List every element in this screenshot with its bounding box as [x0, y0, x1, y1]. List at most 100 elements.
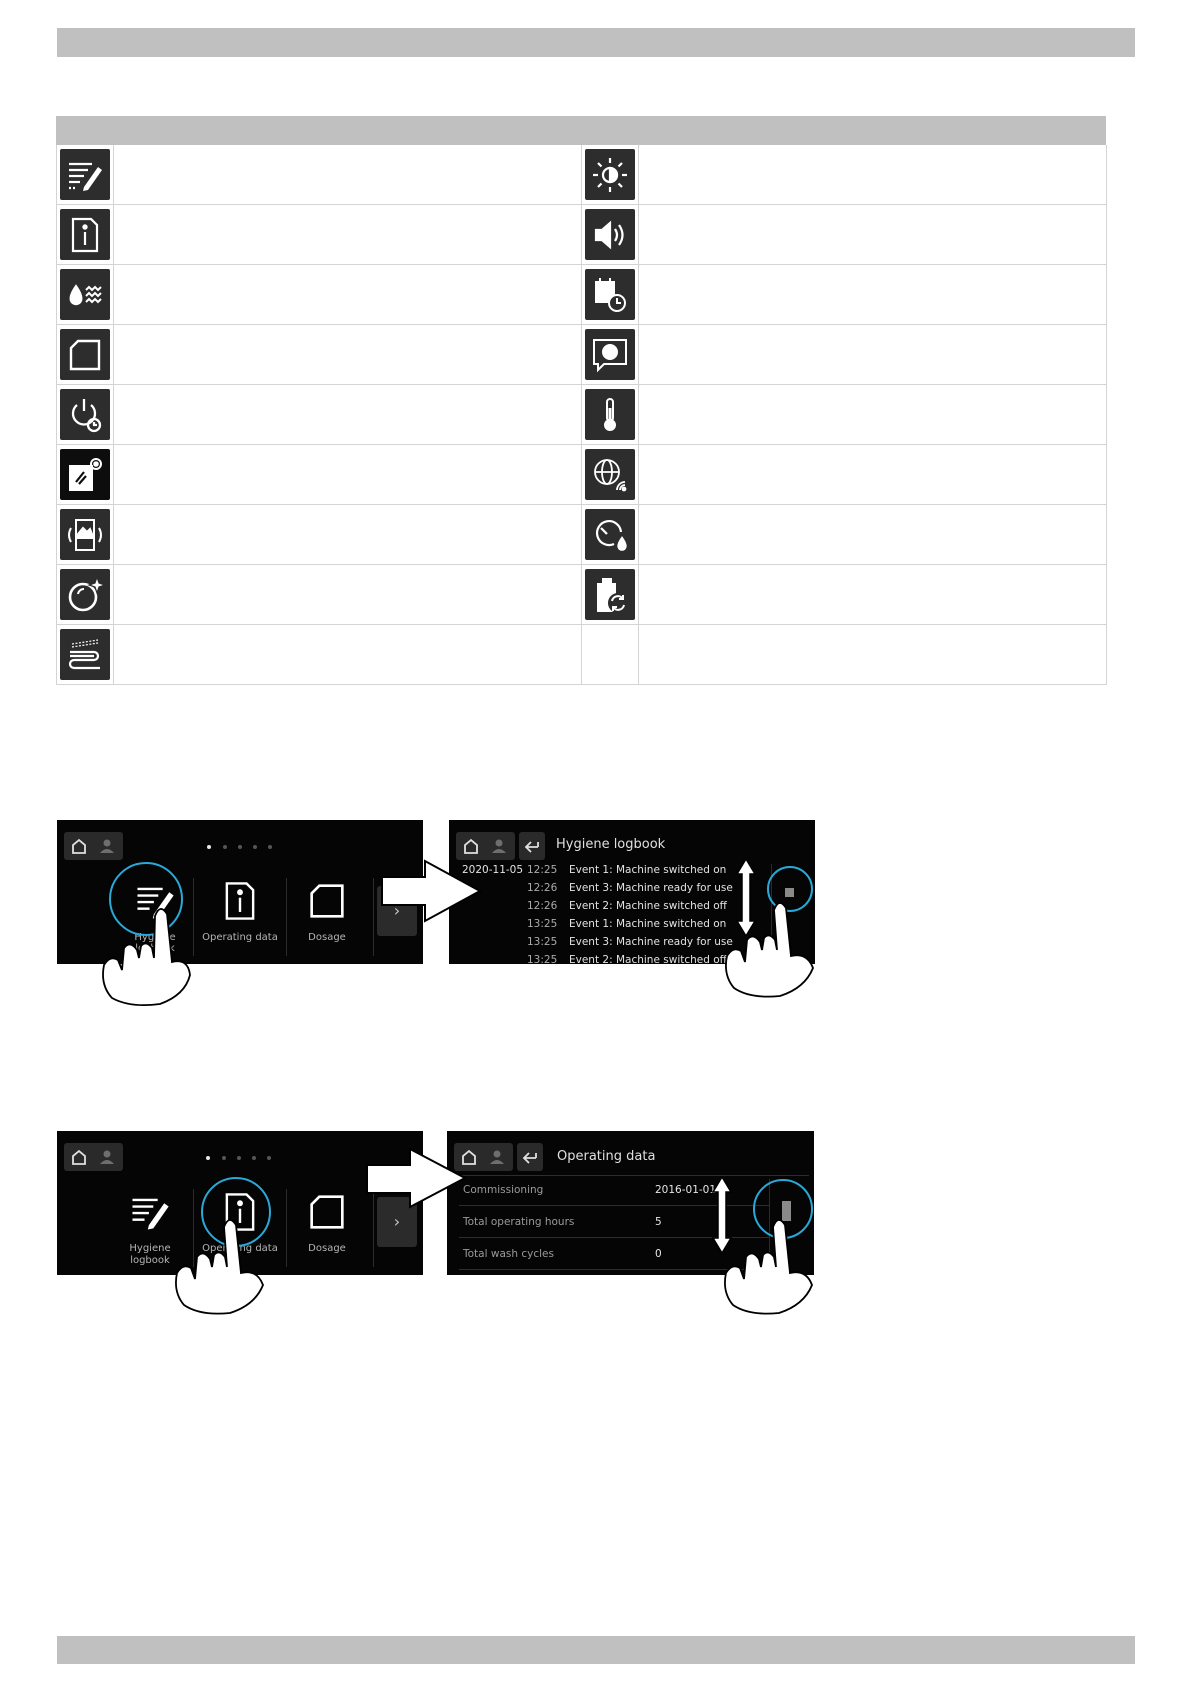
- log-time: 12:25: [527, 864, 558, 876]
- tile-label: Dosage: [308, 1243, 346, 1254]
- menu-tile-dosage[interactable]: Dosage: [287, 878, 367, 958]
- menu-tile-operating-data[interactable]: Operating data: [194, 878, 286, 958]
- tile-label: Hygiene logbook: [129, 1243, 171, 1266]
- user-icon[interactable]: [487, 1147, 507, 1167]
- next-page-button[interactable]: ›: [377, 1197, 417, 1247]
- icon-cell: [582, 205, 639, 265]
- home-icon[interactable]: [459, 1147, 479, 1167]
- icon-cell: [57, 625, 114, 685]
- icon-cell: [582, 265, 639, 325]
- touch-highlight-ring: [767, 866, 813, 912]
- back-button[interactable]: [519, 832, 545, 860]
- hygiene-logbook-screen: Hygiene logbook 2020-11-05 12:25 Event 1…: [449, 820, 815, 964]
- pressure-gauge-drop-icon: [585, 509, 635, 560]
- icon-description-cell: [639, 625, 1107, 685]
- icon-cell: [57, 385, 114, 445]
- data-row: Total wash cycles 0: [459, 1239, 769, 1270]
- home-icon[interactable]: [69, 836, 89, 856]
- tile-divider: [286, 1189, 287, 1267]
- icon-description-cell: [114, 445, 582, 505]
- icon-description-cell: [114, 265, 582, 325]
- tile-divider: [373, 878, 374, 956]
- icon-table: [56, 116, 1107, 685]
- heating-coil-icon: [60, 629, 110, 680]
- icon-description-cell: [639, 505, 1107, 565]
- language-speech-globe-icon: [585, 329, 635, 380]
- dosage-container-icon: [310, 884, 344, 918]
- back-button[interactable]: [517, 1143, 543, 1171]
- menu-tile-hygiene-logbook[interactable]: Hygiene logbook: [107, 1189, 193, 1275]
- user-icon[interactable]: [97, 836, 117, 856]
- icon-description-cell: [639, 385, 1107, 445]
- icon-cell: [582, 385, 639, 445]
- info-icon: [225, 882, 255, 920]
- log-time: 13:25: [527, 954, 558, 964]
- data-row: Total operating hours 5: [459, 1207, 769, 1238]
- home-icon[interactable]: [461, 836, 481, 856]
- tile-divider: [373, 1189, 374, 1267]
- user-icon[interactable]: [97, 1147, 117, 1167]
- menu-tile-dosage[interactable]: Dosage: [287, 1189, 367, 1269]
- page-footer-bar: [57, 1636, 1135, 1664]
- log-event: Event 3: Machine ready for use: [569, 936, 733, 948]
- icon-cell: [582, 145, 639, 205]
- tile-divider: [286, 878, 287, 956]
- dosage-container-icon: [310, 1195, 344, 1229]
- top-button-group: [64, 1143, 123, 1171]
- icon-description-cell: [114, 325, 582, 385]
- operating-data-screen: Operating data Commissioning 2016-01-01 …: [447, 1131, 814, 1275]
- icon-cell: [57, 565, 114, 625]
- icon-description-cell: [639, 145, 1107, 205]
- log-event: Event 1: Machine switched on: [569, 918, 727, 930]
- log-date: 2020-11-05: [462, 864, 524, 876]
- top-button-group: [456, 832, 515, 860]
- row-label: Commissioning: [463, 1184, 544, 1196]
- log-event: Event 2: Machine switched off: [569, 900, 727, 912]
- icon-cell: [582, 505, 639, 565]
- hygiene-logbook-icon: [60, 149, 110, 200]
- row-label: Total wash cycles: [463, 1248, 554, 1260]
- service-settings-icon: [60, 449, 110, 500]
- page-indicator: [207, 845, 277, 851]
- icon-cell: [57, 505, 114, 565]
- touch-highlight-ring: [753, 1179, 813, 1239]
- power-timer-icon: [60, 389, 110, 440]
- screen-title: Hygiene logbook: [556, 837, 666, 852]
- top-button-group: [454, 1143, 513, 1171]
- dosage-container-icon: [60, 329, 110, 380]
- icon-description-cell: [639, 445, 1107, 505]
- icon-description-cell: [639, 265, 1107, 325]
- divider: [459, 1175, 809, 1176]
- row-value: 5: [655, 1216, 662, 1228]
- home-icon[interactable]: [69, 1147, 89, 1167]
- icon-description-cell: [114, 145, 582, 205]
- log-time: 13:25: [527, 918, 558, 930]
- empty-icon-cell: [582, 625, 639, 685]
- calendar-clock-icon: [585, 269, 635, 320]
- log-time: 12:26: [527, 882, 558, 894]
- icon-table-grid: [56, 145, 1107, 685]
- tile-label: Dosage: [308, 932, 346, 943]
- icon-description-cell: [114, 625, 582, 685]
- menu-screen: Hygiene logbook Operating data Dosage ›: [57, 1131, 423, 1275]
- icon-cell: [57, 325, 114, 385]
- volume-icon: [585, 209, 635, 260]
- icon-cell: [582, 565, 639, 625]
- row-label: Total operating hours: [463, 1216, 575, 1228]
- next-page-button[interactable]: ›: [377, 886, 417, 936]
- water-drop-waves-icon: [60, 269, 110, 320]
- icon-cell: [582, 445, 639, 505]
- icon-cell: [57, 145, 114, 205]
- user-icon[interactable]: [489, 836, 509, 856]
- touch-highlight-ring: [201, 1177, 271, 1247]
- brightness-icon: [585, 149, 635, 200]
- log-time: 13:25: [527, 936, 558, 948]
- row-value: 0: [655, 1248, 662, 1260]
- screen-image-icon: [60, 509, 110, 560]
- icon-description-cell: [639, 325, 1107, 385]
- back-arrow-icon: [522, 1152, 537, 1164]
- info-icon: [60, 209, 110, 260]
- menu-screen: Hygiene logbook Operating data Dosage ›: [57, 820, 423, 964]
- icon-description-cell: [114, 505, 582, 565]
- hygiene-logbook-icon: [132, 1198, 169, 1230]
